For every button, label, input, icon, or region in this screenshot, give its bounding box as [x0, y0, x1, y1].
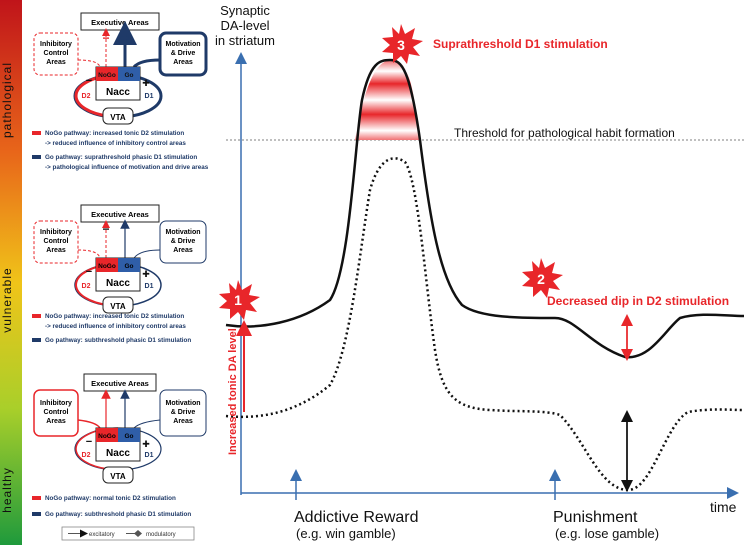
- d1-plus: ✚: [142, 78, 150, 88]
- d1-label: D1: [145, 452, 154, 459]
- go-box: [118, 67, 140, 81]
- marker-2-label: 2: [537, 271, 545, 287]
- marker-1: 1: [219, 280, 260, 320]
- d1-plus: ✚: [142, 439, 150, 449]
- tonic-label: Increased tonic DA level: [227, 328, 239, 455]
- nacc-label: Nacc: [106, 278, 130, 289]
- marker-3: 3 Suprathreshold D1 stimulation: [382, 24, 608, 64]
- vta-label: VTA: [110, 113, 126, 122]
- go-label: Go: [124, 263, 133, 270]
- punishment-sublabel: (e.g. lose gamble): [555, 526, 659, 541]
- scale-label-vulnerable: vulnerable: [0, 267, 14, 332]
- executive-areas-label: Executive Areas: [91, 210, 149, 219]
- caption-mid-nogo-1: NoGo pathway: increased tonic D2 stimula…: [45, 313, 184, 320]
- d2-minus: −: [86, 436, 92, 448]
- nogo-box: [96, 67, 118, 81]
- healthy-curve: [225, 157, 744, 492]
- caption-mid-nogo-2: -> reduced influence of inhibitory contr…: [45, 323, 186, 330]
- threshold-label: Threshold for pathological habit formati…: [454, 126, 675, 140]
- motivation-drive-box: [158, 31, 208, 77]
- caption-top-go-1: Go pathway: suprathreshold phasic D1 sti…: [45, 154, 197, 161]
- vta-box: [102, 107, 134, 125]
- captions-vulnerable: NoGo pathway: increased tonic D2 stimula…: [32, 313, 191, 344]
- reward-label: Addictive Reward: [294, 509, 419, 526]
- d2-label: D2: [82, 283, 91, 290]
- dip-label: Decreased dip in D2 stimulation: [547, 294, 729, 308]
- scale-label-pathological: pathological: [0, 62, 14, 138]
- caption-top-nogo-2: -> reduced influence of inhibitory contr…: [45, 140, 186, 147]
- suprathreshold-label: Suprathreshold D1 stimulation: [433, 37, 608, 51]
- nogo-label: NoGo: [98, 263, 116, 270]
- reward-sublabel: (e.g. win gamble): [296, 526, 396, 541]
- captions-pathological: NoGo pathway: increased tonic D2 stimula…: [32, 130, 209, 171]
- legend-excitatory: excitatory: [89, 532, 115, 538]
- plus-sign: ✚: [120, 33, 129, 45]
- caption-bot-go: Go pathway: subthreshold phasic D1 stimu…: [45, 511, 191, 518]
- nacc-label: Nacc: [106, 448, 130, 459]
- d2-minus: −: [86, 266, 92, 278]
- scale-label-healthy: healthy: [0, 467, 14, 513]
- nacc-label: Nacc: [106, 87, 130, 98]
- executive-areas-label: Executive Areas: [91, 379, 149, 388]
- d1-plus: ✚: [142, 269, 150, 279]
- caption-top-nogo-1: NoGo pathway: increased tonic D2 stimula…: [45, 130, 184, 137]
- legend: excitatory modulatory: [61, 526, 195, 541]
- vta-label: VTA: [110, 302, 126, 311]
- marker-2: 2 Decreased dip in D2 stimulation: [522, 258, 729, 308]
- d2-label: D2: [82, 452, 91, 459]
- punishment-label: Punishment: [553, 509, 638, 526]
- inhibitory-control-box: [33, 32, 79, 76]
- go-label: Go: [124, 72, 133, 79]
- nogo-label: NoGo: [98, 72, 116, 79]
- legend-modulatory: modulatory: [146, 532, 176, 538]
- captions-healthy: NoGo pathway: normal tonic D2 stimulatio…: [32, 495, 191, 518]
- executive-areas-label: Executive Areas: [91, 18, 149, 27]
- go-label: Go: [124, 433, 133, 440]
- d1-label: D1: [145, 283, 154, 290]
- pathological-curve: [225, 58, 744, 359]
- caption-mid-go-1: Go pathway: subthreshold phasic D1 stimu…: [45, 337, 191, 344]
- marker-1-label: 1: [234, 292, 242, 308]
- d2-label: D2: [82, 93, 91, 100]
- nogo-label: NoGo: [98, 433, 116, 440]
- d1-label: D1: [145, 93, 154, 100]
- vta-label: VTA: [110, 472, 126, 481]
- marker-3-label: 3: [397, 37, 405, 53]
- x-axis-label: time: [710, 499, 737, 515]
- caption-top-go-2: -> pathological influence of motivation …: [45, 164, 209, 171]
- d2-minus: −: [86, 75, 92, 87]
- minus-sign: −: [102, 222, 109, 236]
- caption-bot-nogo: NoGo pathway: normal tonic D2 stimulatio…: [45, 495, 176, 502]
- minus-sign: −: [102, 31, 109, 45]
- vulnerability-scale: pathological vulnerable healthy: [0, 0, 22, 545]
